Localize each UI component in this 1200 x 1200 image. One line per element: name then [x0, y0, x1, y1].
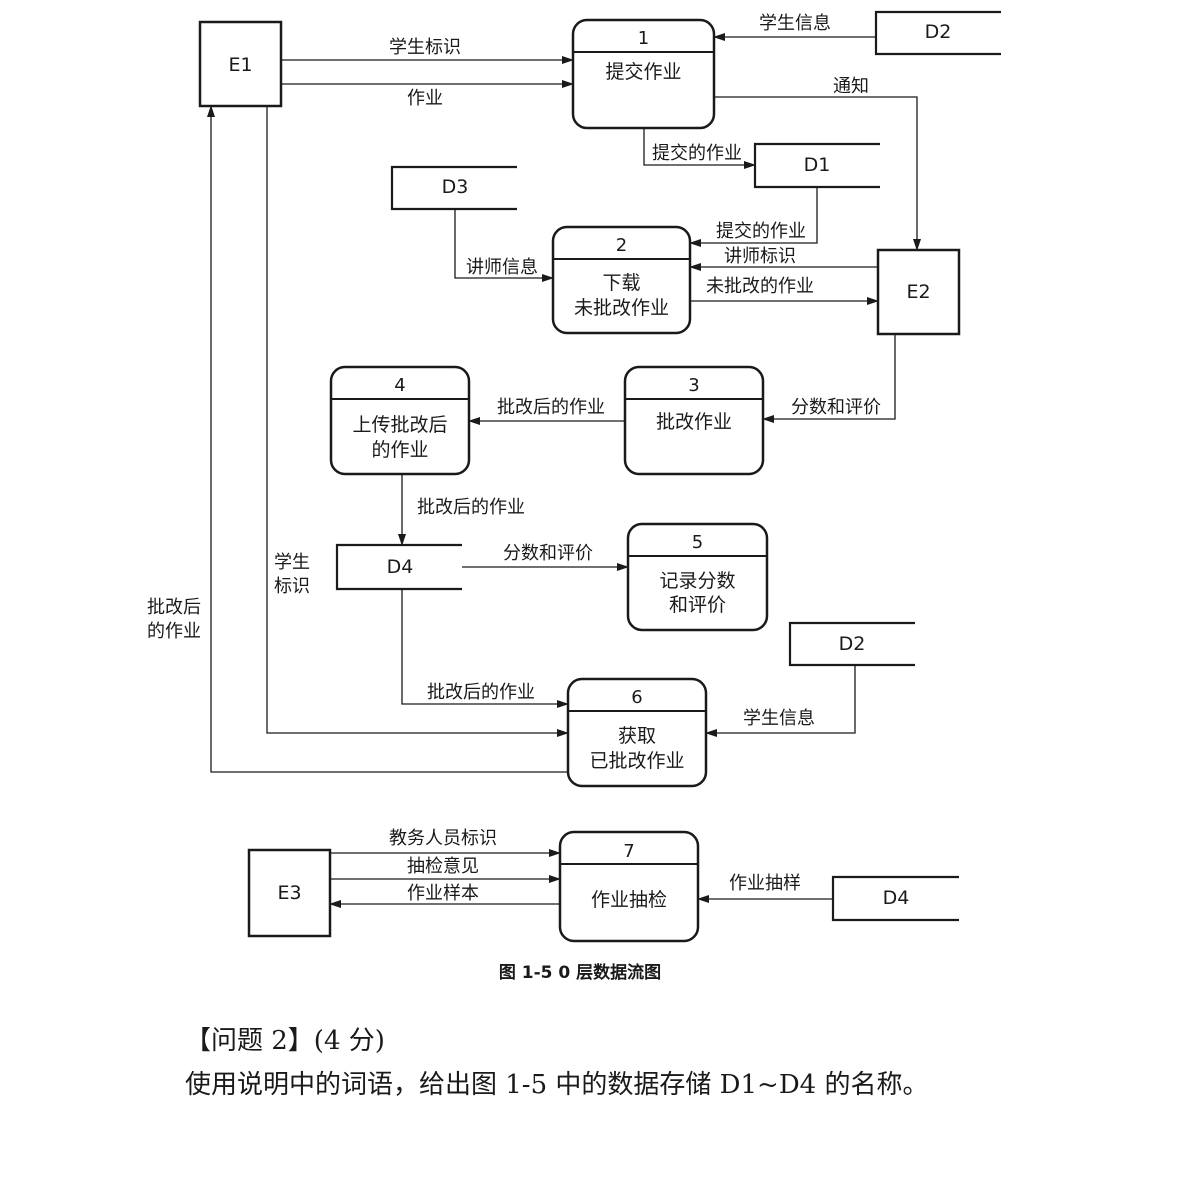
process-3-number: 3	[688, 375, 699, 396]
question-text: 使用说明中的词语，给出图 1-5 中的数据存储 D1~D4 的名称。	[185, 1070, 929, 1100]
flow-label-p6-e1-graded-line2: 的作业	[147, 621, 201, 642]
flow-label-d4-p5-score: 分数和评价	[503, 543, 593, 564]
flow-label-p3-p4-graded: 批改后的作业	[497, 397, 605, 418]
process-5-name-line2: 和评价	[669, 594, 726, 616]
flow-label-e2-p3-score: 分数和评价	[791, 397, 881, 418]
flow-p1-d1-submitted	[643, 128, 756, 169]
flow-d2-p6-student-info	[705, 665, 856, 737]
store-d1: D1	[753, 142, 880, 189]
store-d4-bottom-label: D4	[883, 887, 910, 909]
flow-d3-p2-teacher-info	[454, 209, 554, 282]
flow-label-d3-p2-teacher-info: 讲师信息	[466, 257, 538, 278]
flow-label-p2-e2-ungraded: 未批改的作业	[706, 276, 814, 297]
process-2-name-line1: 下载	[602, 272, 640, 294]
process-6-number: 6	[631, 687, 642, 708]
data-flow-diagram: E1 E2 E3 1 提交作业 2 下载 未批改作业 3 批	[147, 10, 1001, 943]
entity-e3-label: E3	[277, 882, 301, 904]
figure-caption: 图 1-5 0 层数据流图	[498, 963, 662, 983]
entity-e2: E2	[876, 248, 961, 336]
store-d3: D3	[390, 165, 517, 211]
flow-d1-p2-submitted	[689, 187, 818, 247]
store-d2-top: D2	[874, 10, 1001, 56]
process-5-number: 5	[692, 532, 703, 553]
flow-e2-p3-score	[762, 334, 896, 423]
flow-d4-p6-graded	[401, 589, 569, 708]
store-d4-mid: D4	[335, 543, 462, 591]
flow-label-e3-p7-staff-id: 教务人员标识	[389, 828, 497, 849]
flow-label-p4-d4-graded: 批改后的作业	[417, 497, 525, 518]
flow-label-d1-p2-submitted: 提交的作业	[716, 221, 806, 242]
store-d4-mid-label: D4	[387, 556, 414, 578]
processes: 1 提交作业 2 下载 未批改作业 3 批改作业 4 上传批改后 的作业 5	[329, 18, 769, 943]
flow-p1-e2-notice	[714, 96, 921, 251]
flow-label-p6-e1-graded-line1: 批改后	[147, 597, 201, 618]
flow-label-e2-p2-teacher-id: 讲师标识	[724, 246, 796, 267]
flow-label-p7-e3-sample: 作业样本	[407, 883, 479, 904]
data-stores: D2 D1 D3 D4 D2 D4	[335, 10, 1001, 922]
flow-p6-e1-graded	[207, 105, 568, 773]
process-5: 5 记录分数 和评价	[626, 522, 769, 632]
process-6-name-line2: 已批改作业	[589, 750, 684, 772]
process-2: 2 下载 未批改作业	[551, 225, 692, 335]
store-d1-label: D1	[804, 154, 831, 176]
flow-labels: 学生标识 作业 学生信息 通知 提交的作业 提交的作业 讲师信息 讲师标识 未批…	[147, 13, 881, 904]
process-4-name-line1: 上传批改后	[352, 414, 447, 436]
process-6: 6 获取 已批改作业	[566, 677, 708, 788]
entity-e1-label: E1	[228, 54, 252, 76]
external-entities: E1 E2 E3	[198, 20, 961, 938]
process-7-number: 7	[623, 841, 634, 862]
process-1-name: 提交作业	[605, 61, 681, 83]
process-1: 1 提交作业	[571, 18, 716, 130]
flow-label-d4-p6-graded: 批改后的作业	[427, 682, 535, 703]
process-1-number: 1	[638, 28, 649, 49]
flow-label-d2-p6-student-info: 学生信息	[743, 708, 815, 729]
store-d2-top-label: D2	[925, 21, 952, 43]
entity-e1: E1	[198, 20, 283, 108]
flow-label-e1-p1-homework: 作业	[407, 88, 443, 109]
entity-e3: E3	[247, 848, 332, 938]
question-title: 【问题 2】(4 分)	[185, 1026, 385, 1056]
flow-label-e1-p6-student-id-line1: 学生	[274, 552, 310, 573]
process-4-number: 4	[394, 375, 405, 396]
flow-label-d2-p1-student-info: 学生信息	[759, 13, 831, 34]
store-d2-mid: D2	[788, 621, 915, 667]
flow-label-p1-e2-notice: 通知	[833, 76, 869, 97]
flow-label-d4-p7-sampling: 作业抽样	[729, 873, 801, 894]
store-d4-bottom: D4	[831, 875, 959, 922]
entity-e2-label: E2	[906, 281, 930, 303]
process-4-name-line2: 的作业	[371, 439, 428, 461]
process-3-name: 批改作业	[656, 411, 732, 433]
flow-label-p1-d1-submitted: 提交的作业	[652, 143, 742, 164]
process-6-name-line1: 获取	[618, 725, 656, 747]
flow-lines	[207, 33, 921, 908]
process-3: 3 批改作业	[623, 365, 765, 476]
flow-e1-p6-student-id	[266, 106, 569, 737]
process-7: 7 作业抽检	[558, 830, 700, 943]
process-2-number: 2	[616, 235, 627, 256]
process-5-name-line1: 记录分数	[659, 570, 735, 592]
flow-label-e1-p6-student-id-line2: 标识	[274, 576, 310, 597]
process-2-name-line2: 未批改作业	[574, 297, 669, 319]
store-d3-label: D3	[442, 176, 469, 198]
process-4: 4 上传批改后 的作业	[329, 365, 471, 476]
process-7-name: 作业抽检	[591, 889, 667, 911]
flow-label-e1-p1-student-id: 学生标识	[389, 37, 461, 58]
store-d2-mid-label: D2	[839, 633, 866, 655]
flow-label-e3-p7-opinion: 抽检意见	[407, 856, 479, 877]
